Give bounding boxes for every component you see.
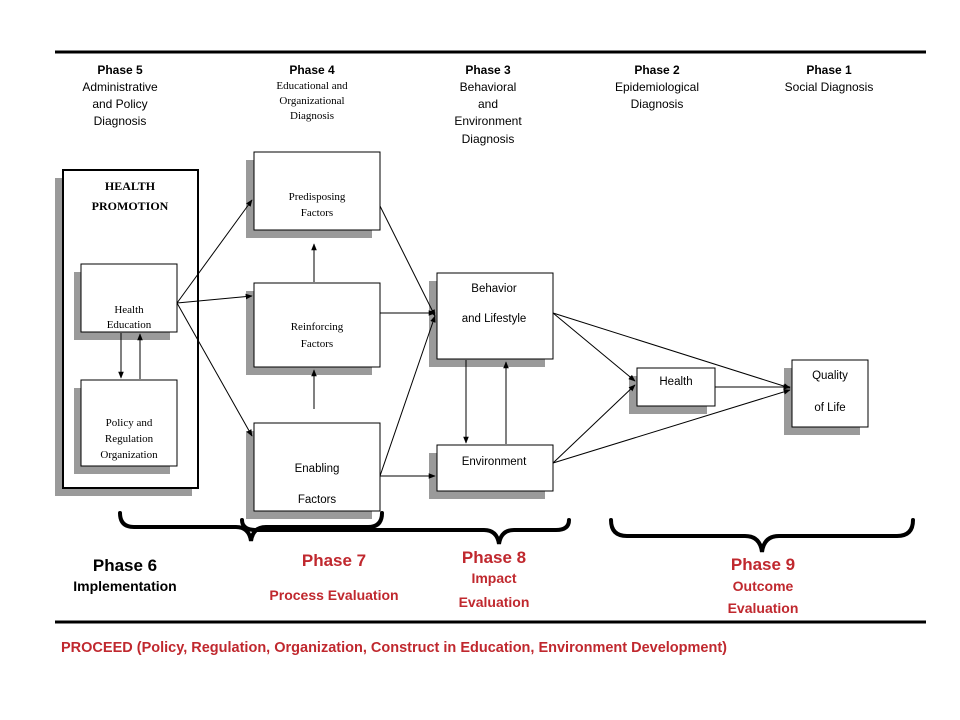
reinforcing-line2: Factors	[301, 338, 333, 350]
predisposing-line1: Predisposing	[289, 191, 346, 203]
policy-regulation-box: Policy and Regulation Organization	[74, 379, 178, 474]
reinforcing-factors-box: Reinforcing Factors	[246, 282, 381, 375]
phase-4-line1: Educational and	[276, 80, 348, 92]
phase-3-title: Phase 3	[465, 63, 511, 77]
brace-phase-9	[609, 518, 915, 553]
quality-line1: Quality	[812, 370, 848, 382]
phase-3-line2: and	[478, 97, 498, 111]
enabling-line2: Factors	[298, 494, 337, 506]
arrow-environment-to-health	[552, 384, 636, 464]
phase-5-title: Phase 5	[97, 63, 143, 77]
phase-5-line3: Diagnosis	[94, 114, 147, 128]
braces	[118, 511, 915, 553]
environment-label: Environment	[462, 456, 527, 468]
phase-3-line1: Behavioral	[460, 80, 517, 94]
policy-line1: Policy and	[106, 417, 153, 429]
phase-8-sub2: Evaluation	[459, 594, 530, 610]
phase-1-title: Phase 1	[806, 63, 852, 77]
phase-6-title: Phase 6	[93, 556, 157, 575]
proceed-footer: PROCEED (Policy, Regulation, Organizatio…	[61, 640, 727, 656]
phase-7-title: Phase 7	[302, 551, 366, 570]
health-education-box: Health Education	[74, 263, 178, 340]
policy-line3: Organization	[100, 449, 158, 461]
phase-7-label: Phase 7 Process Evaluation	[269, 551, 398, 603]
brace-phase-8	[240, 518, 571, 545]
phase-3-line4: Diagnosis	[462, 132, 515, 146]
phase-9-label: Phase 9 Outcome Evaluation	[728, 555, 799, 616]
phase-4-header: Phase 4 Educational and Organizational D…	[276, 63, 348, 122]
arrow-education-to-reinforcing	[176, 293, 253, 304]
environment-box: Environment	[429, 444, 554, 499]
phase-4-line3: Diagnosis	[290, 110, 334, 122]
phase-8-title: Phase 8	[462, 548, 526, 567]
arrow-education-to-enabling	[176, 302, 253, 437]
phase-2-title: Phase 2	[634, 63, 680, 77]
phase-8-sub1: Impact	[471, 570, 516, 586]
phase-5-line1: Administrative	[82, 80, 158, 94]
arrow-environment-to-quality	[552, 389, 791, 464]
phase-2-header: Phase 2 Epidemiological Diagnosis	[615, 63, 699, 111]
quality-of-life-box: Quality of Life	[784, 359, 869, 435]
phase-3-header: Phase 3 Behavioral and Environment Diagn…	[454, 63, 522, 146]
phase-1-header: Phase 1 Social Diagnosis	[785, 63, 874, 94]
arrow-behavior-to-quality	[552, 312, 791, 389]
phase-8-label: Phase 8 Impact Evaluation	[459, 548, 530, 610]
phase-6-sub: Implementation	[73, 578, 176, 594]
phase-9-title: Phase 9	[731, 555, 795, 574]
enabling-line1: Enabling	[295, 463, 340, 475]
behavior-line2: and Lifestyle	[462, 313, 527, 325]
reinforcing-line1: Reinforcing	[291, 321, 344, 333]
phase-6-label: Phase 6 Implementation	[73, 556, 176, 594]
behavior-line1: Behavior	[471, 283, 517, 295]
connectors	[118, 199, 791, 479]
health-box: Health	[629, 367, 716, 414]
phase-5-header: Phase 5 Administrative and Policy Diagno…	[82, 63, 158, 128]
enabling-factors-box: Enabling Factors	[246, 422, 381, 519]
arrow-behavior-to-health	[552, 312, 636, 382]
phase-9-sub1: Outcome	[733, 578, 794, 594]
predisposing-line2: Factors	[301, 207, 333, 219]
arrow-education-to-predisposing	[176, 199, 253, 304]
phase-2-line2: Diagnosis	[631, 97, 684, 111]
brace-phase-7	[118, 511, 384, 542]
arrow-predisposing-to-behavior	[379, 205, 436, 317]
quality-line2: of Life	[814, 402, 845, 414]
behavior-lifestyle-box: Behavior and Lifestyle	[429, 272, 554, 367]
policy-line2: Regulation	[105, 433, 154, 445]
phase-4-line2: Organizational	[279, 95, 344, 107]
phase-4-title: Phase 4	[289, 63, 335, 77]
phase-2-line1: Epidemiological	[615, 80, 699, 94]
health-promotion-line2: PROMOTION	[92, 199, 169, 213]
phase-9-sub2: Evaluation	[728, 600, 799, 616]
predisposing-factors-box: Predisposing Factors	[246, 151, 381, 238]
phase-3-line3: Environment	[454, 114, 522, 128]
arrow-enabling-to-behavior	[379, 315, 436, 477]
health-label: Health	[659, 376, 692, 388]
health-education-line2: Education	[107, 319, 152, 331]
phase-7-sub: Process Evaluation	[269, 587, 398, 603]
health-education-line1: Health	[114, 304, 144, 316]
phase-1-line1: Social Diagnosis	[785, 80, 874, 94]
phase-5-line2: and Policy	[92, 97, 147, 111]
health-promotion-line1: HEALTH	[105, 179, 156, 193]
